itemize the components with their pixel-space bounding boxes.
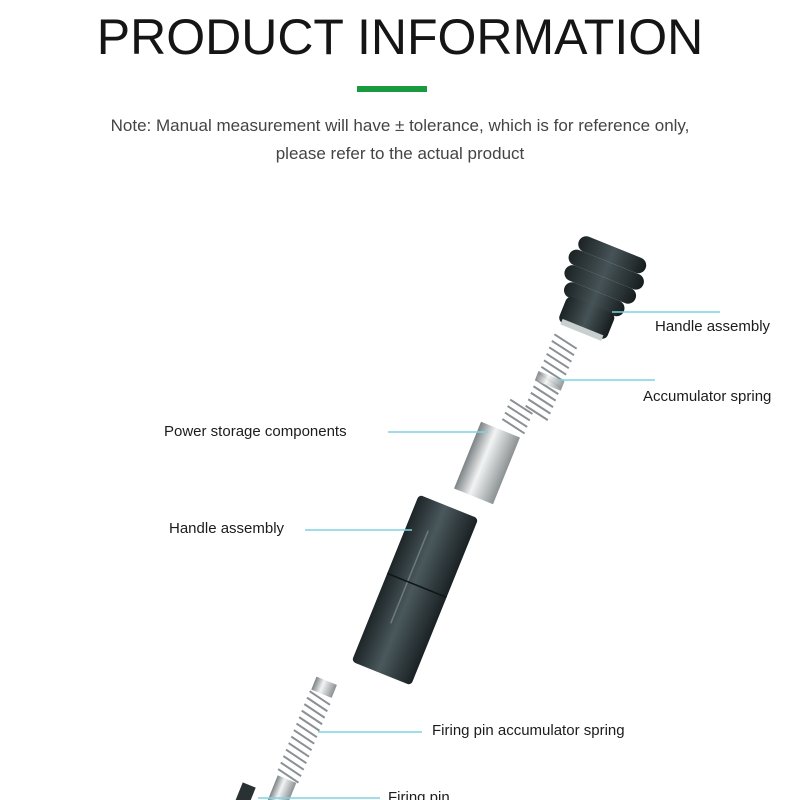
upper-spring — [525, 333, 578, 421]
note-line-2: please refer to the actual product — [275, 144, 525, 163]
top-handle-cap — [559, 236, 647, 341]
callout-firing-pin: Firing pin — [388, 789, 450, 800]
callout-handle-assembly-top: Handle assembly — [655, 318, 771, 335]
handle-body — [352, 495, 478, 685]
callout-firing-pin-accumulator-spring: Firing pin accumulator spring — [432, 722, 625, 739]
callout-handle-assembly-middle: Handle assembly — [169, 520, 285, 537]
callout-leaders — [258, 311, 720, 799]
title-accent-bar — [357, 86, 427, 92]
firing-pin-tip — [232, 782, 256, 800]
page-title: PRODUCT INFORMATION — [96, 9, 704, 65]
firing-pin-spring-coil — [277, 690, 331, 784]
accumulator-spring-coil — [501, 398, 533, 435]
power-storage-sleeve — [454, 421, 520, 505]
callout-power-storage-components: Power storage components — [164, 423, 347, 440]
note-line-1: Note: Manual measurement will have ± tol… — [110, 116, 690, 135]
callout-accumulator-spring: Accumulator spring — [643, 388, 772, 405]
